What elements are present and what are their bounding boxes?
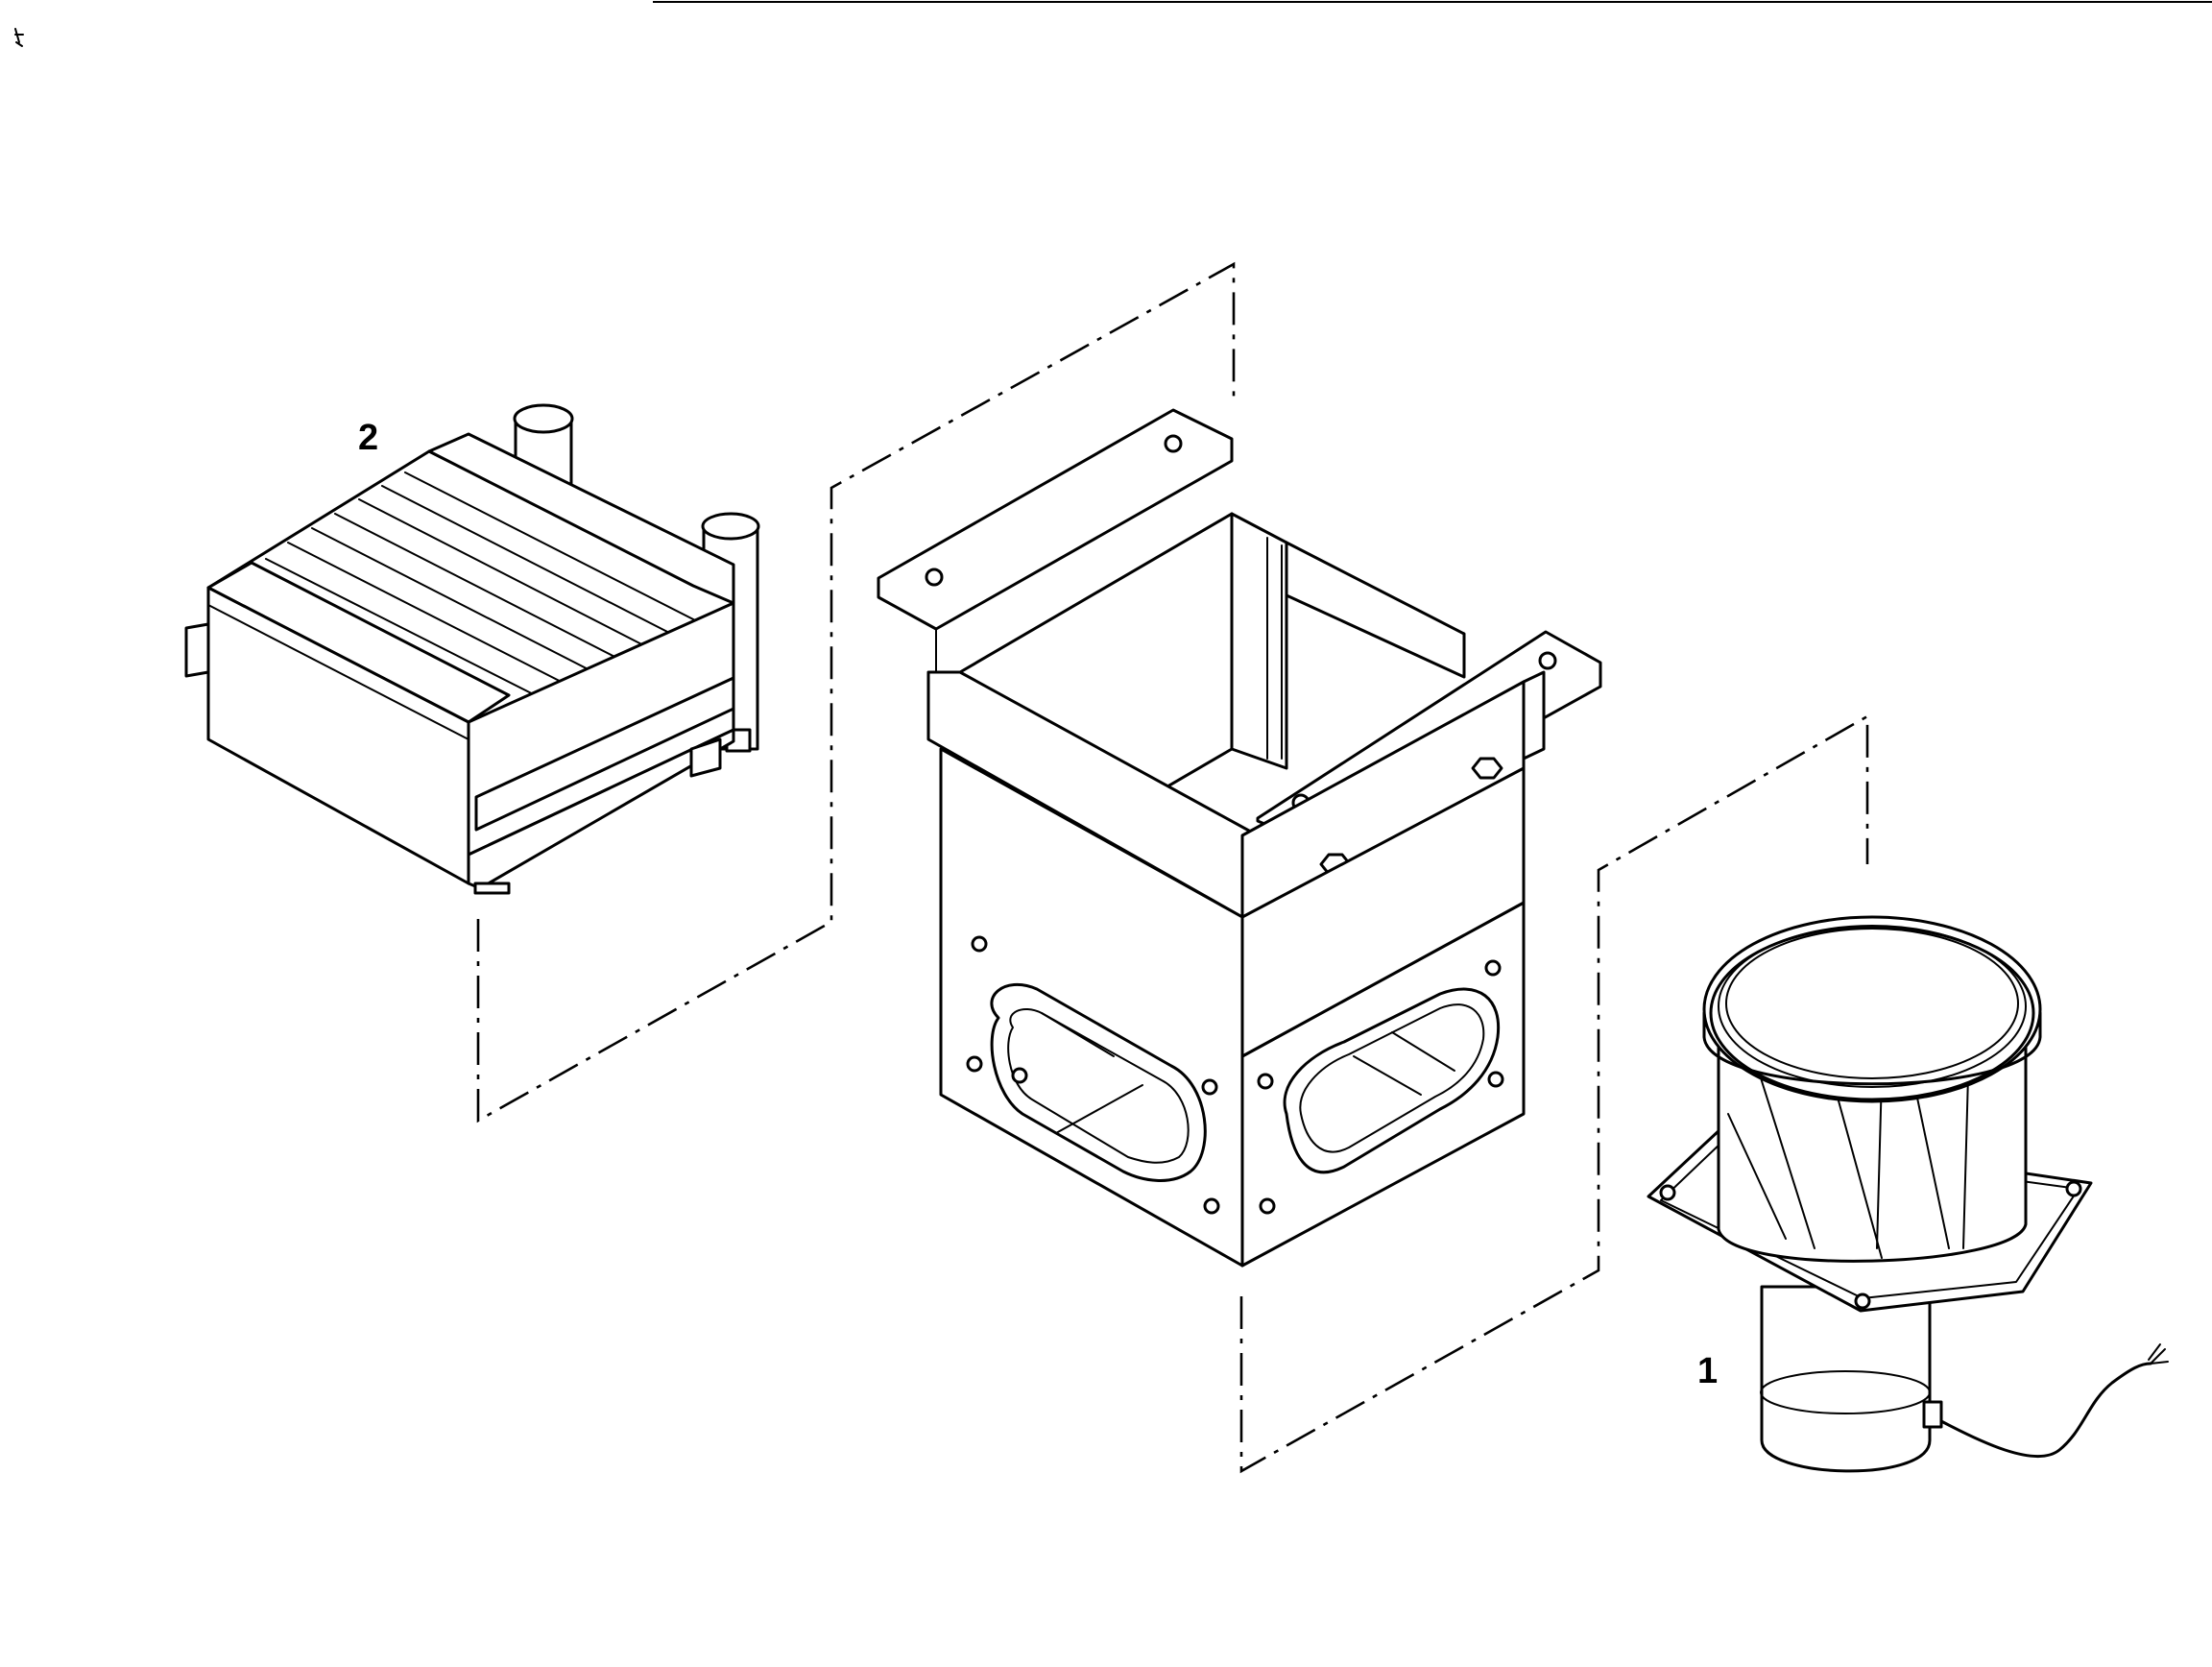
housing-oval-cutout-right: [1283, 987, 1501, 1174]
motor-connector: [1922, 1400, 1943, 1429]
housing-mounting-holes: [966, 935, 1504, 1215]
blower-fan-part: 1: [1647, 915, 2169, 1473]
flange-hole: [925, 568, 944, 587]
heater-fins: [265, 471, 702, 713]
callout-heater-number: 2: [358, 418, 378, 458]
heater-core-part: 2: [184, 403, 760, 895]
blower-motor: [1760, 1285, 2169, 1473]
callout-fan-number: 1: [1697, 1351, 1718, 1391]
flange-hole: [1538, 651, 1557, 670]
housing-back-right-wall: [1285, 541, 1466, 679]
heater-base: [467, 728, 735, 890]
motor-wire: [1939, 1362, 2152, 1459]
assembly-lines: [476, 261, 1869, 1474]
blower-inlet-ring: [1702, 915, 2042, 1103]
flange-hole: [1164, 434, 1183, 453]
heater-tank-right: [427, 432, 735, 605]
scan-mark: [14, 28, 24, 47]
housing-part: [877, 408, 1602, 1268]
heater-side-tab: [184, 622, 210, 678]
heater-side-bar: [474, 676, 735, 832]
housing-flange-left: [877, 408, 1234, 631]
